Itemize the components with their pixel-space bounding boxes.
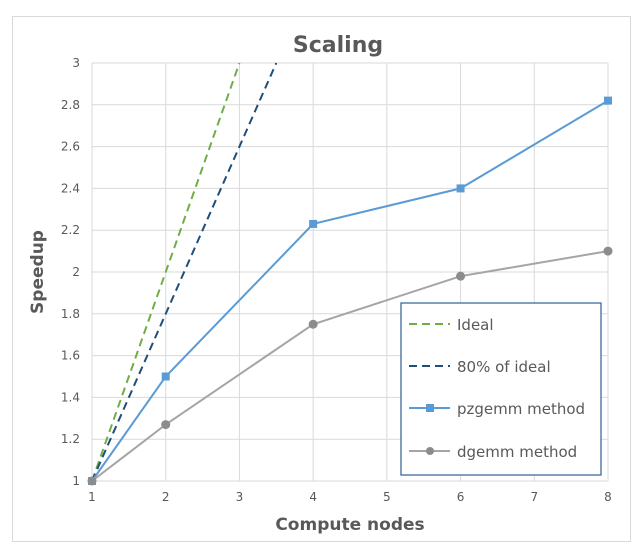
svg-text:dgemm method: dgemm method [457,443,577,461]
x-axis-ticks: 1 2 3 4 5 6 7 8 [88,490,612,504]
series-line [91,62,278,482]
x-tick-label: 1 [88,490,96,504]
x-tick-label: 4 [309,490,317,504]
svg-text:80% of ideal: 80% of ideal [457,358,551,376]
x-tick-label: 8 [604,490,612,504]
circle-marker [456,271,466,281]
square-marker [604,96,612,105]
y-tick-label: 1.4 [61,390,80,404]
x-axis-label: Compute nodes [275,515,424,535]
plot-series [87,62,613,486]
y-tick-label: 1.6 [61,349,80,363]
legend-item-pzgemm: pzgemm method [409,400,585,418]
y-tick-label: 2.2 [61,223,80,237]
square-marker [161,372,170,381]
y-tick-label: 1.8 [61,307,80,321]
x-tick-label: 3 [236,490,244,504]
y-tick-label: 1.2 [61,432,80,446]
x-tick-label: 2 [162,490,170,504]
x-tick-label: 7 [530,490,538,504]
y-tick-label: 2.8 [61,98,80,112]
grid-lines [91,62,609,482]
series-line [91,62,241,482]
square-marker [309,219,318,228]
legend-item-80pct: 80% of ideal [409,358,551,376]
x-tick-label: 6 [457,490,465,504]
y-tick-label: 2 [72,265,80,279]
circle-marker [87,476,97,486]
y-tick-label: 2.4 [61,181,80,195]
circle-marker [161,420,171,430]
legend-box [400,302,602,476]
x-tick-label: 5 [383,490,391,504]
svg-text:pzgemm method: pzgemm method [457,400,585,418]
circle-marker [603,246,613,256]
legend-item-ideal: Ideal [409,316,494,334]
svg-text:Ideal: Ideal [457,316,494,334]
y-tick-label: 1 [72,474,80,488]
y-axis-ticks: 1 1.2 1.4 1.6 1.8 2 2.2 2.4 2.6 2.8 3 [61,56,80,488]
square-marker [456,184,465,193]
y-tick-label: 3 [72,56,80,70]
legend-item-dgemm: dgemm method [409,443,577,461]
circle-marker [308,319,318,329]
legend: Ideal 80% of ideal pzgemm method dgemm m… [400,302,602,476]
chart-title: Scaling [293,33,383,58]
y-axis-label: Speedup [28,230,48,314]
y-tick-label: 2.6 [61,140,80,154]
